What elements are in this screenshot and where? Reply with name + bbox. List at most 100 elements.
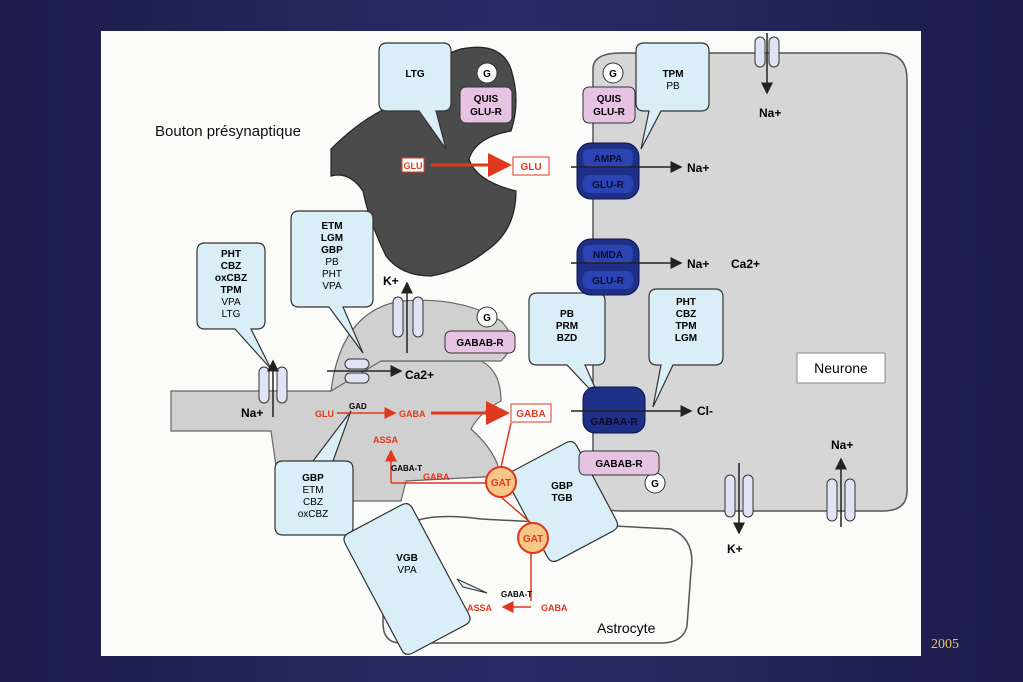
gat-label: GAT bbox=[523, 534, 543, 545]
drug-tpm: TPM bbox=[675, 321, 696, 332]
synapse-diagram: Bouton présynaptique LTG TPM PB ETM LGM … bbox=[155, 33, 908, 656]
glu-label: GLU bbox=[315, 409, 334, 419]
g-protein-circle bbox=[602, 62, 624, 84]
g-label: G bbox=[483, 69, 491, 80]
na-label: Na+ bbox=[831, 438, 853, 452]
gabaa-receptor: GABAA-R bbox=[582, 386, 646, 434]
quis-receptor-left bbox=[459, 86, 513, 124]
drug-pht: PHT bbox=[676, 297, 696, 308]
year-label: 2005 bbox=[931, 637, 959, 652]
quis-label: QUIS bbox=[597, 94, 622, 105]
glur-label: GLU-R bbox=[470, 107, 502, 118]
drug-box-pb-prm: PB PRM BZD bbox=[528, 292, 606, 402]
vgb-pointer bbox=[456, 578, 488, 594]
drug-bzd: BZD bbox=[557, 333, 578, 344]
gaba-cleft-label: GABA bbox=[516, 409, 545, 420]
gat-transporter bbox=[517, 522, 549, 554]
drug-vpa: VPA bbox=[221, 297, 241, 308]
drug-gbp: GBP bbox=[321, 245, 343, 256]
cl-label: Cl- bbox=[697, 404, 713, 418]
gat-link bbox=[500, 422, 532, 524]
gabab-label: GABAB-R bbox=[595, 459, 643, 470]
drug-box-ltg: LTG bbox=[378, 42, 452, 150]
drug-etm: ETM bbox=[321, 221, 342, 232]
ampa-label: AMPA bbox=[594, 154, 623, 165]
nmda-receptor: NMDA GLU-R bbox=[576, 238, 640, 296]
neurone-label: Neurone bbox=[814, 360, 868, 376]
drug-box-gbp-etm: GBP ETM CBZ oxCBZ bbox=[274, 410, 354, 536]
g-label: G bbox=[609, 69, 617, 80]
drug-gbp: GBP bbox=[302, 473, 324, 484]
glu-vesicle-label bbox=[401, 157, 425, 173]
neuron-body bbox=[592, 52, 908, 512]
gaba-label: GABA bbox=[399, 409, 426, 419]
g-protein-circle bbox=[476, 306, 498, 328]
drug-box-etm: ETM LGM GBP PB PHT VPA bbox=[290, 210, 374, 354]
ca-label: Ca2+ bbox=[731, 257, 760, 271]
gad-label: GAD bbox=[349, 402, 367, 411]
glur-label: GLU-R bbox=[592, 276, 624, 287]
quis-receptor-right bbox=[582, 86, 636, 124]
drug-pb: PB bbox=[666, 81, 680, 92]
drug-box-pht: PHT CBZ oxCBZ TPM VPA LTG bbox=[196, 242, 272, 370]
na-channel-top bbox=[754, 33, 780, 95]
drug-tpm: TPM bbox=[662, 69, 683, 80]
g-label: G bbox=[651, 479, 659, 490]
drug-vgb: VGB bbox=[396, 553, 418, 564]
drug-pht: PHT bbox=[221, 249, 241, 260]
drug-vpa: VPA bbox=[322, 281, 342, 292]
drug-ltg: LTG bbox=[222, 309, 241, 320]
drug-tgb: TGB bbox=[551, 493, 572, 504]
drug-etm: ETM bbox=[302, 485, 323, 496]
drug-cbz: CBZ bbox=[676, 309, 697, 320]
gabab-label: GABAB-R bbox=[456, 338, 504, 349]
ca-channel bbox=[327, 358, 403, 384]
glu-cleft-label: GLU bbox=[520, 162, 541, 173]
assa-label: ASSA bbox=[467, 603, 493, 613]
drug-cbz: CBZ bbox=[303, 497, 323, 508]
g-label: G bbox=[483, 313, 491, 324]
drug-box-vgb bbox=[343, 502, 471, 656]
nmda-label: NMDA bbox=[593, 250, 623, 261]
na-label: Na+ bbox=[687, 161, 709, 175]
gabaa-label: GABAA-R bbox=[590, 417, 638, 428]
g-protein-circle bbox=[476, 62, 498, 84]
gabat-label: GABA-T bbox=[501, 590, 532, 599]
drug-tpm: TPM bbox=[220, 285, 241, 296]
drug-oxcbz: oxCBZ bbox=[215, 273, 247, 284]
drug-oxcbz: oxCBZ bbox=[298, 509, 329, 520]
drug-ltg: LTG bbox=[405, 69, 424, 80]
drug-pht: PHT bbox=[322, 269, 342, 280]
k-label: K+ bbox=[727, 542, 743, 556]
k-channel-bottom bbox=[724, 463, 754, 535]
na-channel-right bbox=[826, 457, 856, 527]
gaba-cleft-box bbox=[510, 403, 552, 423]
k-label: K+ bbox=[383, 274, 399, 288]
drug-lgm: LGM bbox=[675, 333, 697, 344]
glu-label: GLU bbox=[404, 161, 423, 171]
gabat-label: GABA-T bbox=[391, 464, 422, 473]
astrocyte-label: Astrocyte bbox=[597, 620, 656, 636]
gabab-receptor-bottom bbox=[578, 450, 660, 476]
gat-label: GAT bbox=[491, 478, 511, 489]
assa-label: ASSA bbox=[373, 435, 399, 445]
drug-gbp: GBP bbox=[551, 481, 573, 492]
drug-pb: PB bbox=[560, 309, 574, 320]
glur-label: GLU-R bbox=[593, 107, 625, 118]
glur-label: GLU-R bbox=[592, 180, 624, 191]
drug-box-tpm-pb: TPM PB bbox=[635, 42, 710, 150]
drug-vpa: VPA bbox=[397, 565, 417, 576]
quis-label: QUIS bbox=[474, 94, 499, 105]
drug-prm: PRM bbox=[556, 321, 578, 332]
gaba-label: GABA bbox=[423, 472, 450, 482]
k-channel-mid bbox=[392, 281, 424, 353]
gabab-receptor-top bbox=[444, 330, 516, 354]
bouton-label: Bouton présynaptique bbox=[155, 123, 301, 140]
neurone-label-box bbox=[796, 352, 886, 384]
diagram-panel: Bouton présynaptique LTG TPM PB ETM LGM … bbox=[101, 31, 921, 656]
drug-box-pht-cbz: PHT CBZ TPM LGM bbox=[648, 288, 724, 408]
drug-pb: PB bbox=[325, 257, 339, 268]
na-label: Na+ bbox=[241, 406, 263, 420]
na-channel-left bbox=[258, 359, 288, 417]
